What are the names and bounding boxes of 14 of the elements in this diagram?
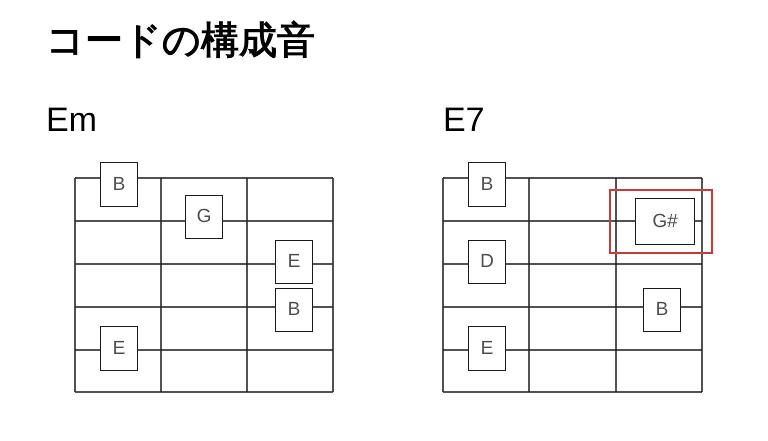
note-marker: D	[468, 240, 506, 284]
note-marker: G#	[635, 198, 695, 245]
note-marker: B	[100, 162, 138, 207]
note-marker: E	[100, 326, 138, 371]
highlight-frame	[609, 189, 713, 254]
title: コードの構成音	[46, 18, 315, 64]
note-marker: G	[185, 195, 223, 239]
note-marker: E	[468, 326, 506, 371]
note-marker: B	[275, 288, 313, 332]
note-marker: B	[468, 162, 506, 207]
note-marker: B	[643, 288, 681, 332]
chord-name: Em	[46, 100, 97, 141]
note-marker: E	[275, 240, 313, 284]
chord-name: E7	[443, 100, 485, 141]
